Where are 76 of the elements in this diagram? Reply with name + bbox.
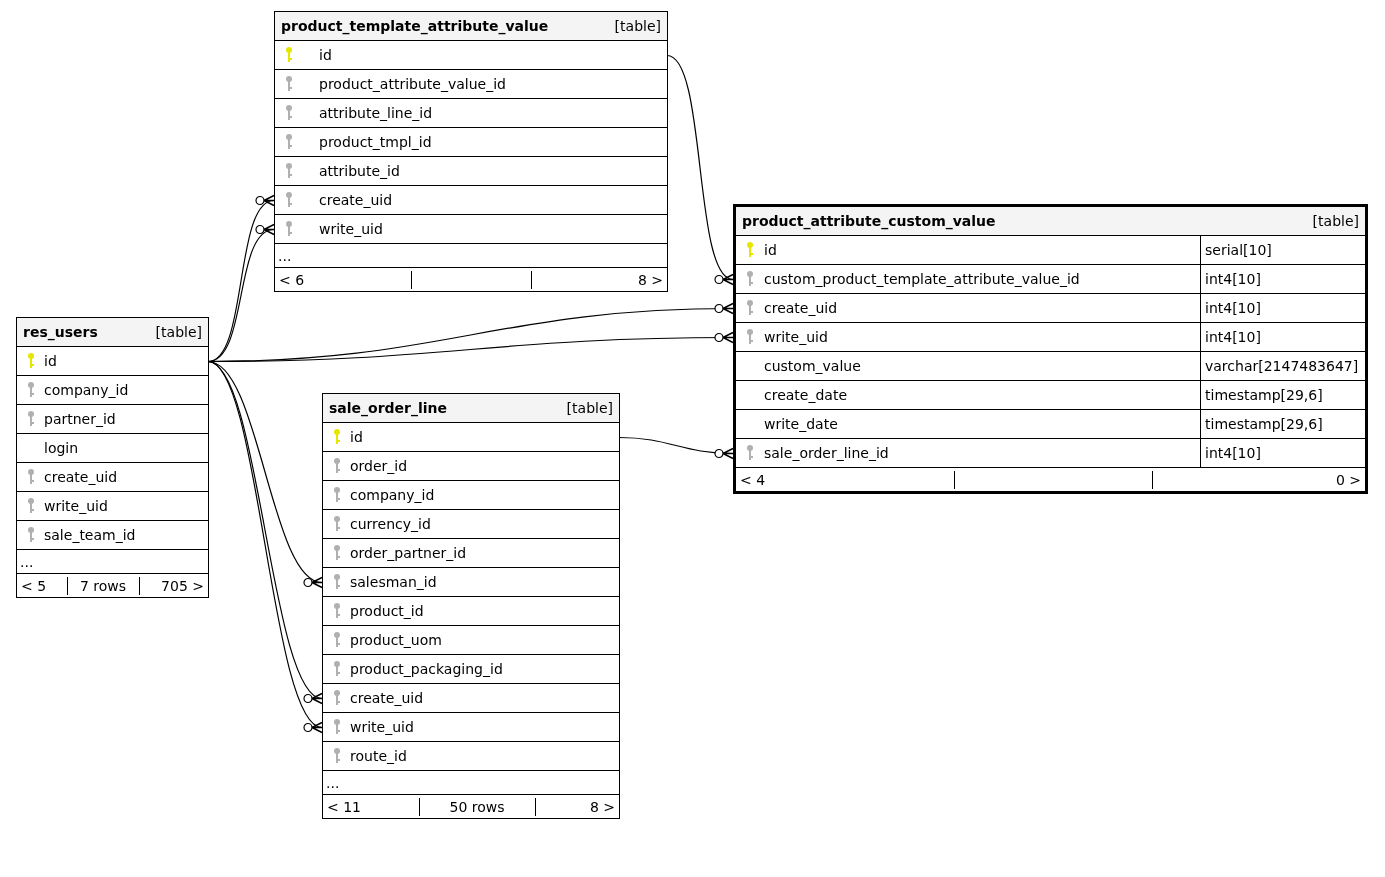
column-name: create_uid — [44, 469, 118, 485]
column-name: product_packaging_id — [350, 661, 503, 677]
column-name: write_date — [764, 416, 838, 432]
ellipsis-text: ... — [326, 774, 340, 791]
column-name: partner_id — [44, 411, 116, 427]
column-name: attribute_line_id — [319, 105, 433, 121]
table-name: product_template_attribute_value — [281, 18, 549, 34]
column-name: write_uid — [319, 221, 383, 237]
column-name: attribute_id — [319, 163, 400, 179]
relationship-line — [618, 436, 734, 460]
table-type-label: [table] — [1312, 213, 1359, 229]
column-name: product_uom — [350, 632, 442, 648]
table-row — [736, 439, 1365, 468]
column-name: custom_value — [764, 358, 861, 374]
column-name: sale_team_id — [44, 527, 136, 543]
column-name: create_uid — [764, 300, 838, 316]
pagination-text: < 5 — [21, 577, 47, 594]
column-name: company_id — [350, 487, 435, 503]
table-type-label: [table] — [614, 18, 661, 34]
column-name: product_tmpl_id — [319, 134, 432, 150]
table-row — [736, 294, 1365, 323]
table-box — [274, 11, 668, 292]
table-type-label: [table] — [155, 324, 202, 340]
column-name: sale_order_line_id — [764, 445, 889, 461]
table-box — [322, 393, 620, 819]
column-name: id — [319, 47, 332, 63]
column-name: salesman_id — [350, 574, 437, 590]
pagination-text: 7 rows — [79, 577, 127, 594]
pagination-text: 8 > — [637, 271, 663, 288]
table-name: product_attribute_custom_value — [742, 213, 996, 229]
table-row — [736, 410, 1365, 439]
table-row — [736, 265, 1365, 294]
column-type: int4[10] — [1205, 300, 1261, 316]
column-name: write_uid — [44, 498, 108, 514]
table-type-label: [table] — [566, 400, 613, 416]
table-box — [16, 317, 209, 598]
pagination-text: 50 rows — [449, 798, 505, 815]
pagination-text: 8 > — [589, 798, 615, 815]
pagination-text: 705 > — [161, 577, 204, 594]
table-name: res_users — [23, 324, 98, 340]
column-type: int4[10] — [1205, 445, 1261, 461]
table-row — [736, 323, 1365, 352]
table-name: sale_order_line — [329, 400, 448, 416]
column-name: product_attribute_value_id — [319, 76, 506, 92]
column-name: create_uid — [350, 690, 424, 706]
column-name: create_uid — [319, 192, 393, 208]
column-name: write_uid — [764, 329, 828, 345]
column-name: id — [350, 429, 363, 445]
column-type: int4[10] — [1205, 271, 1261, 287]
table-row — [736, 381, 1365, 410]
column-type: varchar[2147483647] — [1205, 358, 1359, 374]
column-type: timestamp[29,6] — [1205, 387, 1323, 403]
column-name: write_uid — [350, 719, 414, 735]
column-type: timestamp[29,6] — [1205, 416, 1323, 432]
column-type: int4[10] — [1205, 329, 1261, 345]
pagination-text: 0 > — [1335, 471, 1361, 488]
column-name: order_partner_id — [350, 545, 467, 561]
column-name: route_id — [350, 748, 407, 764]
table-box — [733, 204, 1368, 494]
column-name: order_id — [350, 458, 408, 474]
column-name: login — [44, 440, 79, 456]
column-type: serial[10] — [1205, 242, 1272, 258]
column-name: create_date — [764, 387, 847, 403]
column-name: company_id — [44, 382, 129, 398]
column-name: custom_product_template_attribute_value_id — [764, 271, 1080, 287]
pagination-text: < 6 — [279, 271, 305, 288]
table-row — [736, 236, 1365, 265]
column-name: product_id — [350, 603, 424, 619]
ellipsis-text: ... — [20, 553, 34, 570]
ellipsis-text: ... — [278, 247, 292, 264]
column-name: id — [764, 242, 777, 258]
column-name: currency_id — [350, 516, 431, 532]
column-name: id — [44, 353, 57, 369]
pagination-text: < 4 — [740, 471, 766, 488]
table-row — [736, 352, 1365, 381]
pagination-text: < 11 — [327, 798, 361, 815]
